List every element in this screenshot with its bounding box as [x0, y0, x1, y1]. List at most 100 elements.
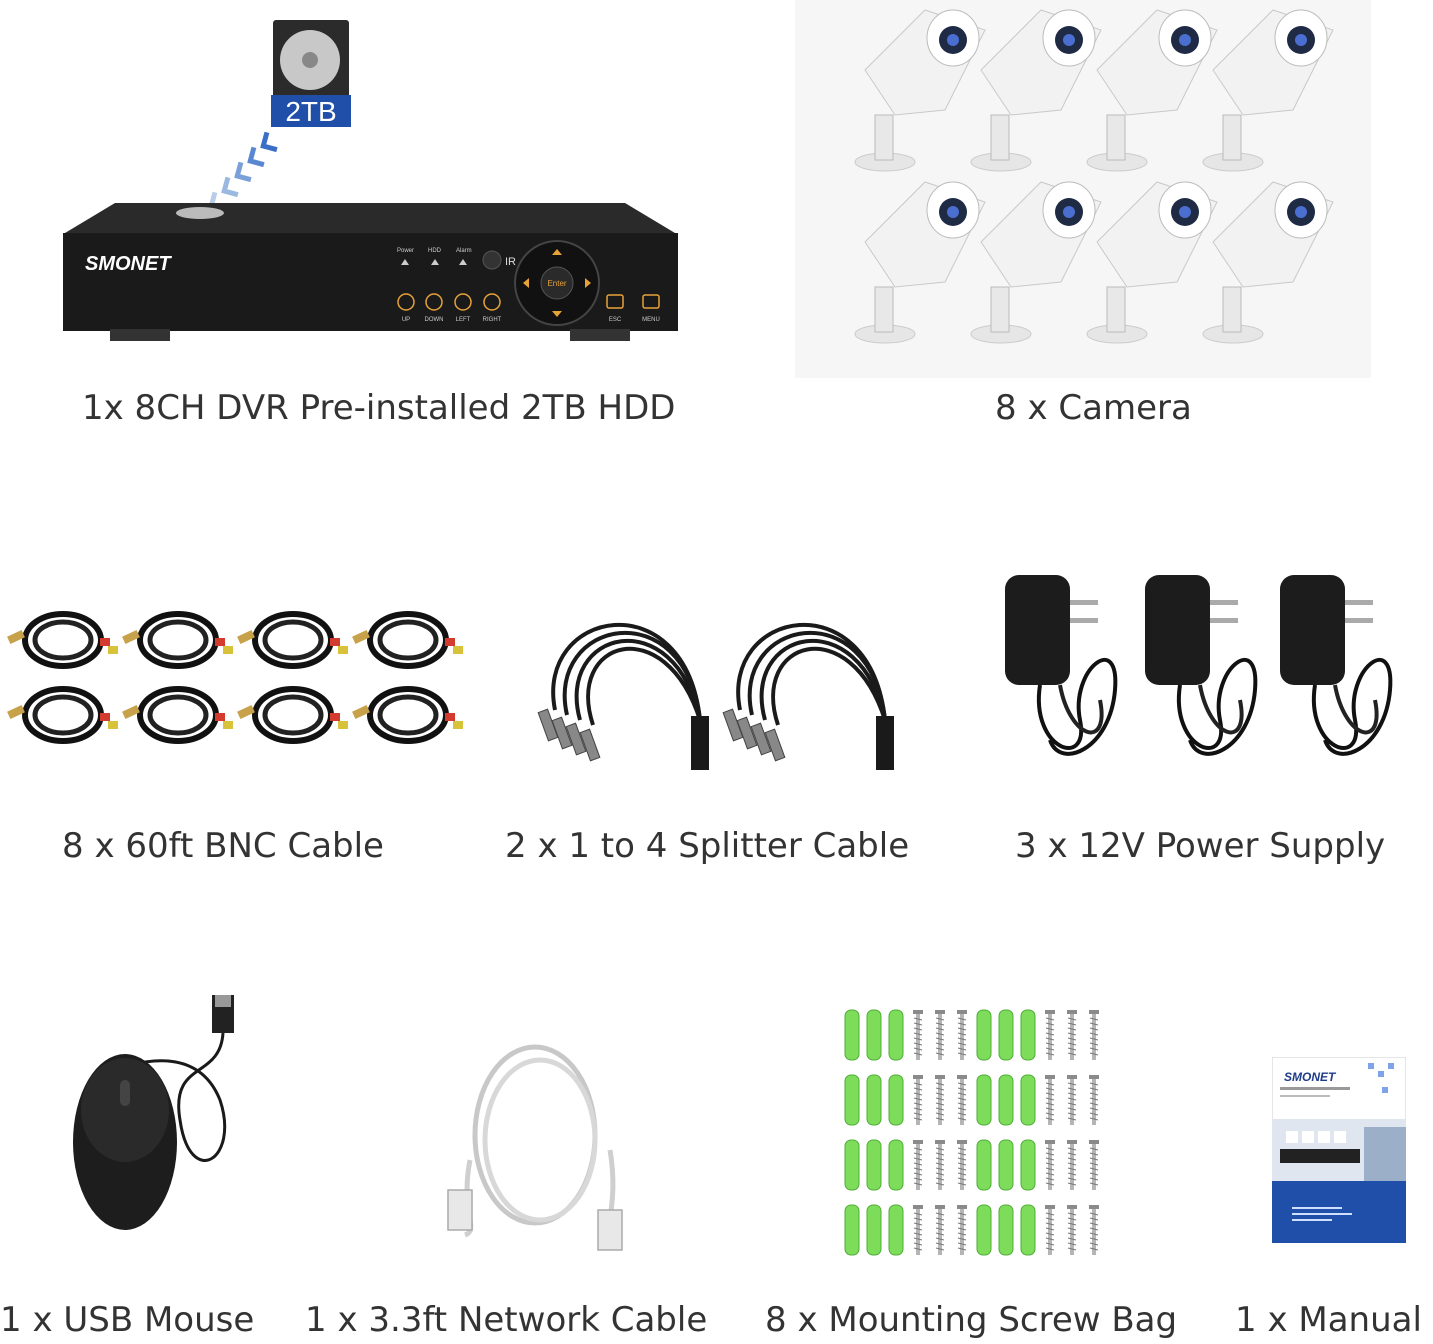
- usb-mouse-icon: [73, 995, 234, 1230]
- screw: [935, 1205, 945, 1255]
- cameras-product: [795, 0, 1371, 378]
- wall-anchor: [844, 1009, 860, 1061]
- wall-anchor: [866, 1009, 882, 1061]
- wall-anchor: [844, 1204, 860, 1256]
- install-arrow-icon: [208, 131, 278, 213]
- power-adapter: [1280, 575, 1393, 756]
- dvr-product: 2TB SMONET Power HDD Alarm IR Enter: [55, 15, 685, 355]
- camera-unit: [1086, 181, 1218, 344]
- camera-unit: [1086, 9, 1218, 172]
- wall-anchor: [998, 1204, 1014, 1256]
- bnc-cable-coil: [237, 686, 348, 744]
- screw: [913, 1140, 923, 1190]
- screw-bag-product: [840, 1005, 1120, 1260]
- power-adapter: [1005, 575, 1118, 756]
- esc-button-label: ESC: [609, 317, 622, 323]
- hdd-badge-label: 2TB: [285, 96, 336, 127]
- alarm-indicator-label: Alarm: [456, 248, 472, 254]
- screw-bag-icon: [844, 1009, 1099, 1256]
- screw: [1045, 1075, 1055, 1125]
- bnc-cable-coil: [352, 686, 463, 744]
- manual-caption: 1 x Manual: [1235, 1300, 1422, 1340]
- bnc-cable-coil: [7, 686, 118, 744]
- bnc-cable-coil: [237, 611, 348, 669]
- wall-anchor: [866, 1204, 882, 1256]
- wall-anchor: [844, 1139, 860, 1191]
- hdd-icon: 2TB: [271, 20, 351, 127]
- enter-button-label: Enter: [547, 279, 566, 288]
- camera-unit: [970, 9, 1102, 172]
- screw: [957, 1140, 967, 1190]
- screw: [1045, 1205, 1055, 1255]
- network-cable-caption: 1 x 3.3ft Network Cable: [305, 1300, 708, 1340]
- wall-anchor: [976, 1009, 992, 1061]
- camera-unit: [854, 181, 986, 344]
- camera-unit: [970, 181, 1102, 344]
- up-button-label: UP: [402, 317, 410, 323]
- dvr-brand-label: SMONET: [85, 253, 172, 275]
- screw: [1067, 1205, 1077, 1255]
- manual-brand-label: SMONET: [1284, 1070, 1337, 1084]
- wall-anchor: [1020, 1074, 1036, 1126]
- bnc-cable-icon: [7, 611, 463, 744]
- screw: [935, 1140, 945, 1190]
- screw: [957, 1010, 967, 1060]
- wall-anchor: [1020, 1139, 1036, 1191]
- dvr-caption: 1x 8CH DVR Pre-installed 2TB HDD: [82, 388, 676, 428]
- wall-anchor: [844, 1074, 860, 1126]
- dvr-icon: 2TB SMONET Power HDD Alarm IR Enter: [63, 20, 678, 341]
- power-indicator-label: Power: [397, 248, 414, 254]
- manual-icon: SMONET: [1272, 1057, 1406, 1243]
- screw-bag-caption: 8 x Mounting Screw Bag: [765, 1300, 1178, 1340]
- bnc-cables-product: [0, 600, 470, 765]
- screw: [1089, 1010, 1099, 1060]
- power-supply-icon: [1005, 575, 1393, 756]
- manual-product: SMONET: [1272, 1057, 1406, 1243]
- wall-anchor: [998, 1139, 1014, 1191]
- screw: [1089, 1140, 1099, 1190]
- power-supply-product: [1000, 570, 1410, 780]
- bnc-cable-coil: [122, 686, 233, 744]
- wall-anchor: [1020, 1009, 1036, 1061]
- bnc-cable-coil: [7, 611, 118, 669]
- screw: [913, 1075, 923, 1125]
- screw: [1045, 1010, 1055, 1060]
- splitter-cable-icon: [537, 623, 894, 770]
- network-cable-icon: [447, 1044, 623, 1251]
- splitter-product: [535, 590, 905, 775]
- camera-unit: [854, 9, 986, 172]
- down-button-label: DOWN: [425, 317, 444, 323]
- power-supply-caption: 3 x 12V Power Supply: [1015, 826, 1386, 866]
- usb-mouse-product: [70, 990, 250, 1240]
- screw: [1067, 1075, 1077, 1125]
- wall-anchor: [998, 1009, 1014, 1061]
- hdd-indicator-label: HDD: [428, 248, 442, 254]
- bnc-caption: 8 x 60ft BNC Cable: [62, 826, 384, 866]
- screw: [1089, 1075, 1099, 1125]
- screw: [1067, 1010, 1077, 1060]
- bnc-cable-coil: [122, 611, 233, 669]
- bnc-cable-coil: [352, 611, 463, 669]
- screw: [913, 1205, 923, 1255]
- wall-anchor: [888, 1009, 904, 1061]
- network-cable-product: [440, 1040, 640, 1260]
- wall-anchor: [998, 1074, 1014, 1126]
- left-button-label: LEFT: [456, 317, 471, 323]
- camera-unit: [1202, 181, 1334, 344]
- wall-anchor: [866, 1074, 882, 1126]
- wall-anchor: [888, 1204, 904, 1256]
- wall-anchor: [888, 1139, 904, 1191]
- screw: [1067, 1140, 1077, 1190]
- wall-anchor: [976, 1074, 992, 1126]
- wall-anchor: [976, 1139, 992, 1191]
- wall-anchor: [888, 1074, 904, 1126]
- menu-button-label: MENU: [642, 317, 660, 323]
- screw: [1089, 1205, 1099, 1255]
- usb-mouse-caption: 1 x USB Mouse: [0, 1300, 255, 1340]
- screw: [957, 1205, 967, 1255]
- wall-anchor: [976, 1204, 992, 1256]
- screw: [935, 1075, 945, 1125]
- camera-unit: [1202, 9, 1334, 172]
- camera-caption: 8 x Camera: [995, 388, 1192, 428]
- power-adapter: [1145, 575, 1258, 756]
